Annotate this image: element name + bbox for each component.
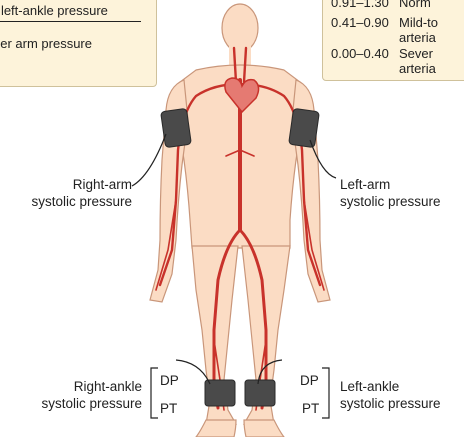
right-ankle-label-line2: systolic pressure [41, 395, 142, 412]
right-pt-label: PT [160, 400, 177, 417]
right-arm-label: Right-arm systolic pressure [31, 176, 132, 210]
left-arm-cuff [289, 108, 320, 147]
left-ankle-label-line2: systolic pressure [340, 395, 441, 412]
left-dp-label: DP [300, 372, 319, 389]
left-ankle-cuff [245, 380, 275, 406]
right-ankle-label-line1: Right-ankle [41, 378, 142, 395]
right-arm-label-line2: systolic pressure [31, 193, 132, 210]
right-dp-label: DP [160, 372, 179, 389]
right-arm-cuff [161, 108, 192, 147]
right-ankle-label: Right-ankle systolic pressure [41, 378, 142, 412]
left-pt-label: PT [302, 400, 319, 417]
left-ankle-label-line1: Left-ankle [340, 378, 441, 395]
left-arm-label-line1: Left-arm [340, 176, 441, 193]
left-arm-label: Left-arm systolic pressure [340, 176, 441, 210]
left-ankle-label: Left-ankle systolic pressure [340, 378, 441, 412]
right-arm-label-line1: Right-arm [31, 176, 132, 193]
left-arm-label-line2: systolic pressure [340, 193, 441, 210]
